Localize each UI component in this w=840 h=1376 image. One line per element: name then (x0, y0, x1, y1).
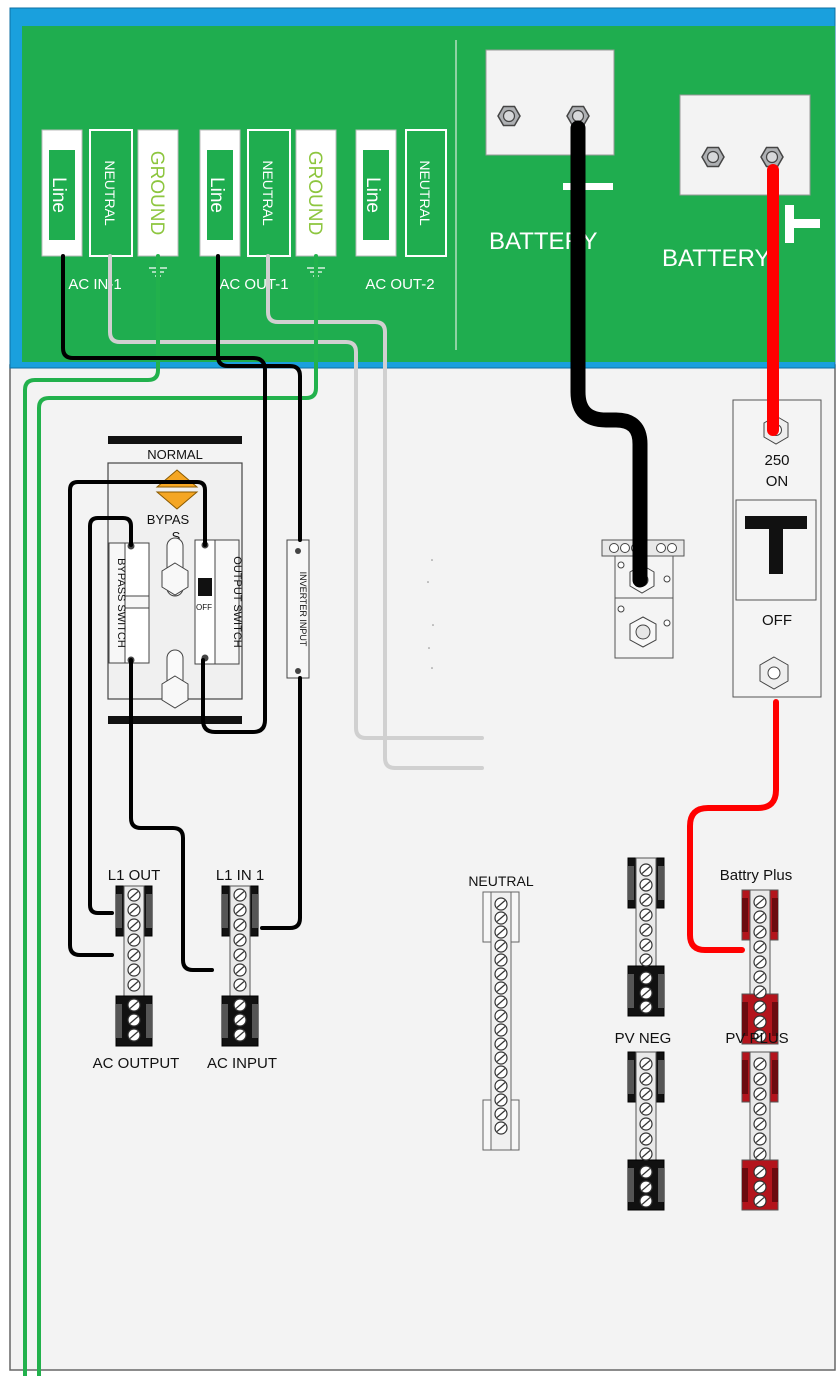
bypass-panel: NORMAL BYPAS S BYPASS SWITCH (107, 436, 243, 724)
pv-neg-label: PV NEG (615, 1030, 672, 1047)
output-switch-breaker: OFF OUTPUT SWITCH (194, 539, 243, 665)
inverter-input-label: INVERTER INPUT (298, 572, 308, 647)
dc-breaker-on-label: ON (766, 473, 789, 490)
reference-dots (427, 559, 434, 669)
line-wires (61, 254, 302, 972)
ac-output-label: AC OUTPUT (93, 1055, 180, 1072)
ground-label: GROUND (304, 151, 325, 235)
inverter-input-breaker: INVERTER INPUT (286, 539, 310, 679)
pv-negative-bus-bar: PV NEG (615, 857, 672, 1211)
neutral-bus-bar: NEUTRAL (468, 873, 534, 1151)
neutral-bus-label: NEUTRAL (468, 873, 534, 889)
ac-input-bus-bar: L1 IN 1 AC INPUT (207, 867, 277, 1072)
battery-plus-bus-bar: Battry Plus (720, 867, 793, 1045)
dc-breaker: 250 ON OFF (732, 399, 822, 698)
battery-plus-label: Battry Plus (720, 867, 793, 884)
ac-out-2-label: AC OUT-2 (365, 276, 434, 293)
terminal-line-ac-in-1: Line (41, 129, 83, 257)
l1-in-1-label: L1 IN 1 (216, 867, 264, 884)
neutral-label: NEUTRAL (102, 160, 118, 226)
normal-label: NORMAL (147, 447, 203, 462)
ac-input-label: AC INPUT (207, 1055, 277, 1072)
minus-icon (563, 183, 613, 190)
neutral-label: NEUTRAL (417, 160, 433, 226)
bypass-switch-label: BYPASS SWITCH (115, 558, 127, 648)
line-label: Line (362, 177, 383, 213)
ac-in-1-label: AC IN-1 (68, 276, 121, 293)
terminal-neutral-ac-out-2: NEUTRAL (405, 129, 447, 257)
plus-icon (785, 205, 820, 243)
bypass-label: BYPAS (147, 512, 190, 527)
ac-output-bus-bar: L1 OUT AC OUTPUT (93, 867, 180, 1072)
dc-breaker-off-label: OFF (762, 612, 792, 629)
dc-breaker-rating: 250 (764, 452, 789, 469)
terminal-ground-ac-in-1: GROUND (137, 129, 179, 257)
terminal-neutral-ac-out-1: NEUTRAL (247, 129, 291, 257)
pv-plus-bus-bar: PV PLUS (725, 1030, 789, 1211)
line-label: Line (206, 177, 227, 213)
bypass-label-suffix: S (172, 529, 181, 544)
ground-label: GROUND (146, 151, 167, 235)
terminal-group-ac-out-1: Line NEUTRAL GROUND AC OUT-1 (199, 129, 337, 293)
terminal-group-ac-in-1: Line NEUTRAL GROUND AC IN-1 (41, 129, 179, 293)
battery-positive-terminal: BATTERY (662, 94, 820, 272)
terminal-neutral-ac-in-1: NEUTRAL (89, 129, 133, 257)
l1-out-label: L1 OUT (108, 867, 161, 884)
terminal-line-ac-out-1: Line (199, 129, 241, 257)
ground-wires (23, 254, 318, 1376)
battery-cables (570, 120, 779, 953)
terminal-line-ac-out-2: Line (355, 129, 397, 257)
line-label: Line (48, 177, 69, 213)
handle-icon (161, 537, 189, 597)
pv-plus-label: PV PLUS (725, 1030, 788, 1047)
neutral-label: NEUTRAL (260, 160, 276, 226)
battery-positive-label: BATTERY (662, 245, 770, 272)
bypass-switch-breaker: BYPASS SWITCH (108, 542, 150, 664)
terminal-ground-ac-out-1: GROUND (295, 129, 337, 257)
neutral-wires (108, 254, 484, 770)
handle-icon (161, 649, 189, 709)
terminal-group-ac-out-2: Line NEUTRAL AC OUT-2 (355, 129, 447, 293)
battery-negative-terminal: BATTERY (485, 49, 615, 255)
output-off-label: OFF (196, 603, 212, 612)
output-switch-label: OUTPUT SWITCH (231, 556, 243, 648)
ac-out-1-label: AC OUT-1 (219, 276, 288, 293)
